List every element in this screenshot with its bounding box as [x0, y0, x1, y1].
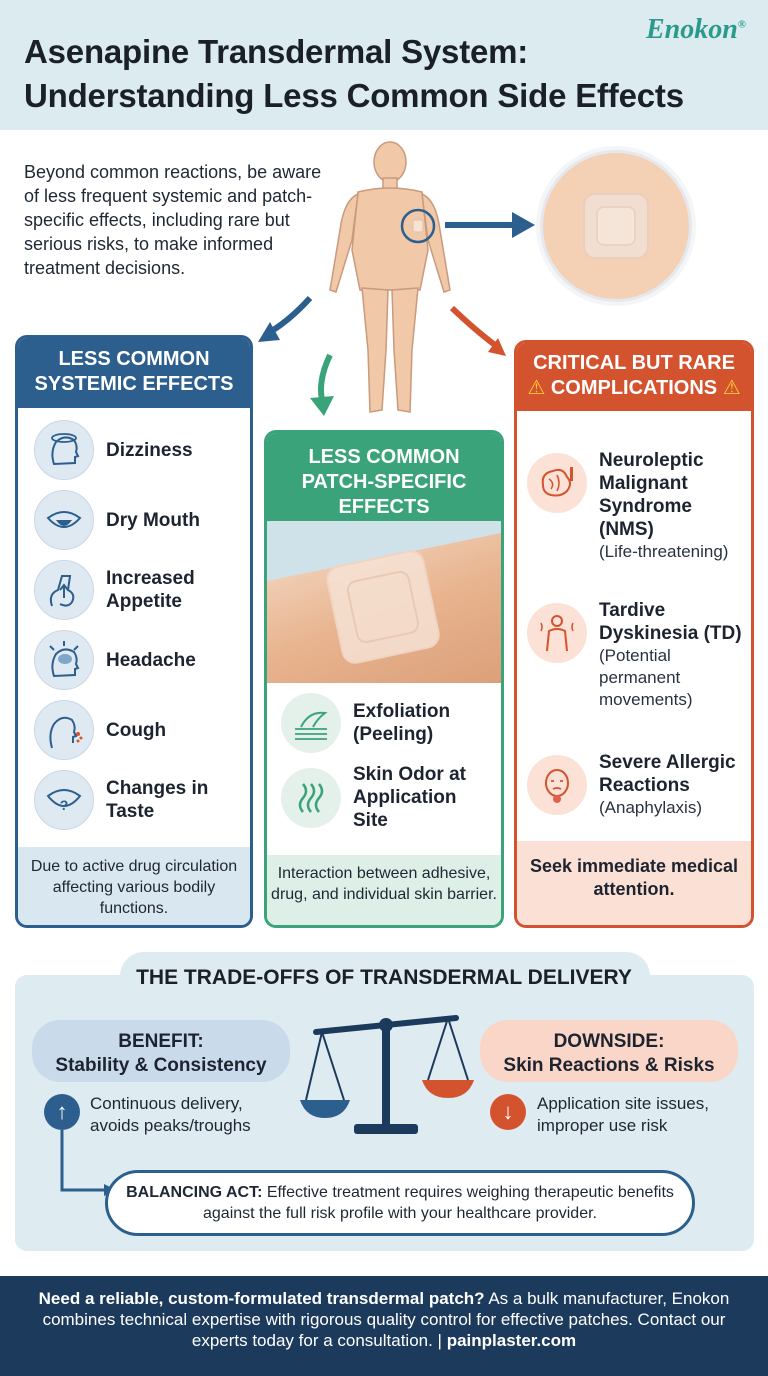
warning-icon: ⚠	[527, 377, 546, 399]
tradeoffs-title: THE TRADE-OFFS OF TRANSDERMAL DELIVERY	[136, 966, 632, 989]
enokon-logo: Enokon®	[646, 14, 746, 46]
list-item: Tardive Dyskinesia (TD) (Potential perma…	[527, 599, 751, 711]
item-label: Increased Appetite	[106, 568, 195, 612]
list-item: ? Changes in Taste	[34, 770, 216, 830]
downside-title: Skin Reactions & Risks	[503, 1055, 715, 1076]
balance-text: Effective treatment requires weighing th…	[203, 1184, 674, 1222]
logo-registered-mark: ®	[737, 18, 746, 31]
cough-icon	[34, 700, 94, 760]
item-label: Cough	[106, 719, 167, 741]
systemic-effects-panel: LESS COMMON SYSTEMIC EFFECTS Dizziness D…	[15, 335, 253, 928]
item-sub: (Life-threatening)	[599, 542, 729, 561]
list-item: Skin Odor at Application Site	[281, 763, 496, 832]
item-label: Neuroleptic Malignant Syndrome (NMS)	[599, 450, 704, 540]
critical-footer: Seek immediate medical attention.	[517, 841, 751, 925]
page-title: Asenapine Transdermal System: Understand…	[24, 30, 744, 118]
list-item: Headache	[34, 630, 196, 690]
critical-heading: CRITICAL BUT RARE ⚠ COMPLICATIONS ⚠	[517, 343, 751, 411]
arrow-down-badge-icon: ↓	[490, 1094, 526, 1130]
svg-text:?: ?	[60, 797, 69, 813]
critical-heading-line1: CRITICAL BUT RARE	[533, 352, 735, 374]
critical-heading-line2: COMPLICATIONS	[550, 377, 718, 399]
header-band	[0, 0, 768, 130]
systemic-footer: Due to active drug circulation affecting…	[18, 847, 250, 925]
human-body-illustration	[329, 141, 451, 413]
title-line-1: Asenapine Transdermal System:	[24, 33, 529, 70]
list-item: Increased Appetite	[34, 560, 244, 620]
patch-location-circle	[400, 208, 436, 244]
item-label: Dizziness	[106, 439, 193, 461]
list-item: Severe Allergic Reactions (Anaphylaxis)	[527, 751, 751, 819]
item-text: Severe Allergic Reactions (Anaphylaxis)	[599, 751, 744, 819]
item-label: Changes in Taste	[106, 778, 209, 822]
patch-effects-panel: LESS COMMON PATCH-SPECIFIC EFFECTS Exfol…	[264, 430, 504, 928]
patch-zoom-illustration	[540, 150, 692, 302]
item-label: Headache	[106, 649, 196, 671]
downside-text: Application site issues, improper use ri…	[537, 1094, 709, 1135]
item-label: Severe Allergic Reactions	[599, 752, 736, 796]
skin-patch-photo	[267, 521, 501, 683]
headache-icon	[34, 630, 94, 690]
list-item: Neuroleptic Malignant Syndrome (NMS) (Li…	[527, 449, 751, 563]
arrow-up-icon: ↑	[44, 1094, 80, 1130]
footer-link[interactable]: painplaster.com	[446, 1331, 577, 1350]
item-label: Dry Mouth	[106, 509, 200, 531]
benefit-pill: BENEFIT: Stability & Consistency	[32, 1020, 290, 1082]
systemic-heading: LESS COMMON SYSTEMIC EFFECTS	[18, 338, 250, 408]
benefit-label: BENEFIT:	[118, 1031, 204, 1052]
list-item: Dizziness	[34, 420, 193, 480]
patch-heading-line1: LESS COMMON	[308, 446, 460, 468]
item-label: Tardive Dyskinesia (TD)	[599, 600, 742, 644]
balance-label: BALANCING ACT:	[126, 1184, 263, 1201]
allergic-face-icon	[527, 755, 587, 815]
patch-heading: LESS COMMON PATCH-SPECIFIC EFFECTS	[267, 433, 501, 521]
patch-footer: Interaction between adhesive, drug, and …	[267, 855, 501, 925]
title-line-2: Understanding Less Common Side Effects	[24, 77, 684, 114]
benefit-title: Stability & Consistency	[55, 1055, 267, 1076]
patch-heading-line3: EFFECTS	[338, 496, 430, 518]
patch-heading-line2: PATCH-SPECIFIC	[301, 471, 467, 493]
downside-label: DOWNSIDE:	[553, 1031, 665, 1052]
footer-headline: Need a reliable, custom-formulated trans…	[38, 1289, 485, 1308]
footer-cta: Need a reliable, custom-formulated trans…	[0, 1276, 768, 1376]
skin-peeling-icon	[281, 693, 341, 753]
balance-scale-icon	[300, 1015, 474, 1134]
item-sub: (Anaphylaxis)	[599, 798, 702, 817]
stomach-icon	[34, 560, 94, 620]
body-movement-icon	[527, 603, 587, 663]
list-item: Exfoliation (Peeling)	[281, 693, 496, 753]
item-label: Skin Odor at Application Site	[353, 764, 466, 831]
odor-waves-icon	[281, 767, 341, 828]
mouth-tongue-icon	[34, 490, 94, 550]
taste-tongue-icon: ?	[34, 770, 94, 830]
warning-icon: ⚠	[722, 377, 741, 399]
footer-text: As a bulk manufacturer, Enokon combines …	[42, 1289, 730, 1350]
list-item: Cough	[34, 700, 166, 760]
brain-thermometer-icon	[527, 453, 587, 513]
item-label: Exfoliation (Peeling)	[353, 701, 451, 745]
critical-complications-panel: CRITICAL BUT RARE ⚠ COMPLICATIONS ⚠ Neur…	[514, 340, 754, 928]
logo-text: Enokon	[645, 14, 738, 45]
list-item: Dry Mouth	[34, 490, 200, 550]
benefit-text: Continuous delivery, avoids peaks/trough…	[90, 1094, 251, 1135]
systemic-heading-line2: SYSTEMIC EFFECTS	[34, 373, 234, 395]
item-text: Neuroleptic Malignant Syndrome (NMS) (Li…	[599, 449, 739, 563]
systemic-heading-line1: LESS COMMON	[58, 348, 210, 370]
balancing-act-callout: BALANCING ACT: Effective treatment requi…	[105, 1170, 695, 1236]
downside-pill: DOWNSIDE: Skin Reactions & Risks	[480, 1020, 738, 1082]
item-sub: (Potential permanent movements)	[599, 646, 693, 709]
item-text: Tardive Dyskinesia (TD) (Potential perma…	[599, 599, 744, 711]
dizzy-head-icon	[34, 420, 94, 480]
intro-text: Beyond common reactions, be aware of les…	[24, 162, 322, 278]
